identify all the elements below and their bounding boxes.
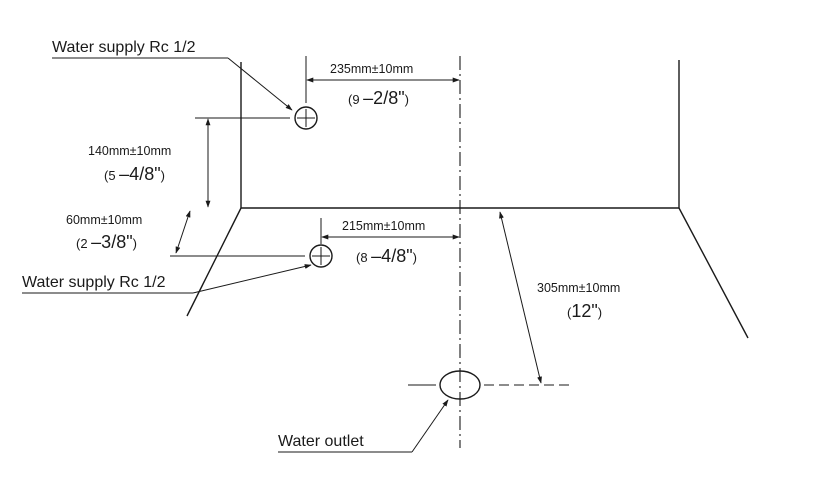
water-supply-bottom <box>170 218 333 268</box>
svg-text:(5 –4/8"): (5 –4/8") <box>104 164 165 184</box>
water-outlet-label: Water outlet <box>278 433 364 450</box>
dimension-60: 60mm±10mm (2 –3/8") <box>66 213 142 252</box>
svg-text:(9 –2/8"): (9 –2/8") <box>348 88 409 108</box>
dimension-305: 305mm±10mm (12") <box>537 281 620 321</box>
wall-outline <box>186 60 749 339</box>
svg-text:305mm±10mm: 305mm±10mm <box>537 281 620 295</box>
water-supply-top-label: Water supply Rc 1/2 <box>52 39 196 56</box>
water-supply-bottom-label: Water supply Rc 1/2 <box>22 274 166 291</box>
svg-text:(8 –4/8"): (8 –4/8") <box>356 246 417 266</box>
svg-text:(12"): (12") <box>567 301 602 321</box>
dimension-140: 140mm±10mm (5 –4/8") <box>88 144 171 184</box>
water-outlet-symbol <box>408 370 572 400</box>
svg-text:235mm±10mm: 235mm±10mm <box>330 62 413 76</box>
dimension-lines <box>175 77 542 384</box>
svg-text:215mm±10mm: 215mm±10mm <box>342 219 425 233</box>
dimension-215: 215mm±10mm (8 –4/8") <box>342 219 425 266</box>
dimension-235: 235mm±10mm (9 –2/8") <box>330 62 413 108</box>
svg-text:60mm±10mm: 60mm±10mm <box>66 213 142 227</box>
svg-text:(2 –3/8"): (2 –3/8") <box>76 232 137 252</box>
water-supply-top <box>195 56 318 130</box>
leader-lines <box>22 57 449 453</box>
svg-text:140mm±10mm: 140mm±10mm <box>88 144 171 158</box>
